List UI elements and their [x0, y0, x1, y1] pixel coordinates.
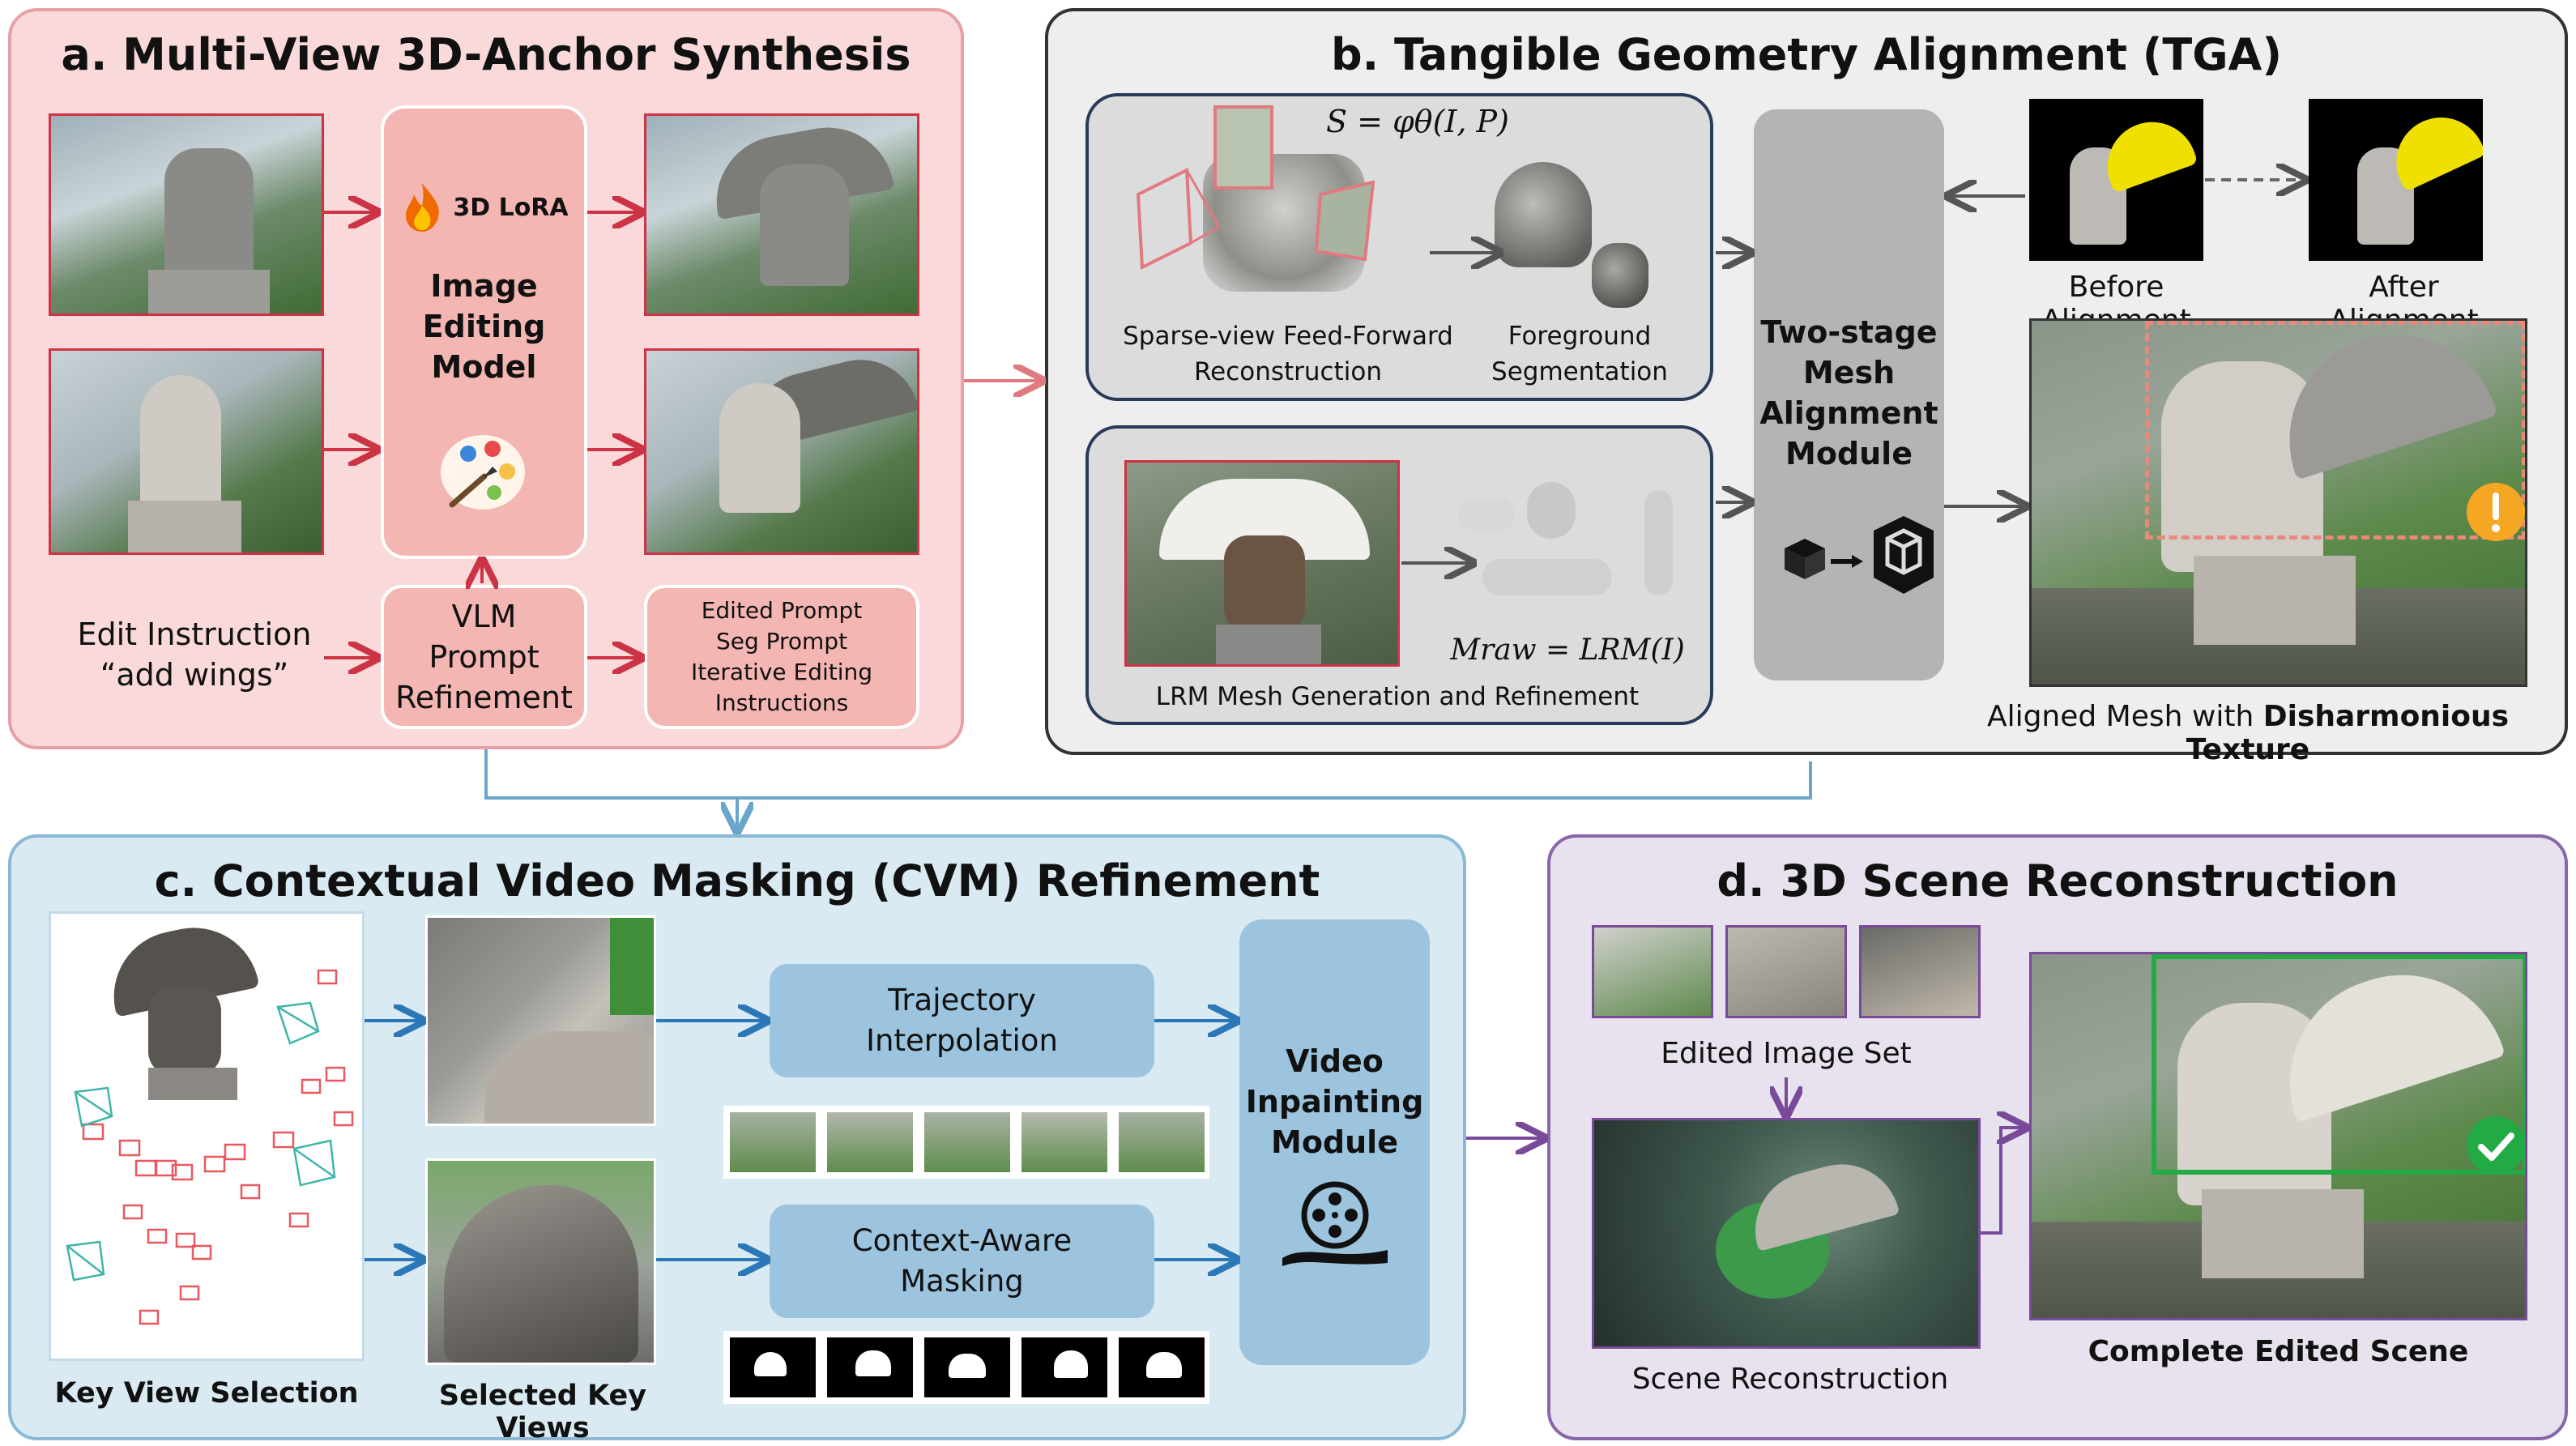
inpainting-line-3: Module: [1271, 1124, 1398, 1160]
sparse-line-2: Reconstruction: [1193, 357, 1382, 386]
module-line-4: Module: [1785, 436, 1913, 471]
foreground-object: [1486, 162, 1665, 316]
trajectory-line-2: Interpolation: [866, 1023, 1058, 1058]
image-editing-model: 3D LoRA Image Editing Model: [381, 105, 587, 559]
vlm-prompt-refinement: VLM Prompt Refinement: [381, 585, 587, 729]
lrm-input-photo: [1124, 460, 1400, 667]
interp-frame: [1119, 1112, 1205, 1172]
module-line-3: Alignment: [1759, 395, 1938, 431]
edit-instruction: Edit Instruction “add wings”: [49, 614, 340, 695]
palette-icon: [440, 435, 525, 510]
editing-model-line-1: Image: [430, 268, 538, 304]
inpainting-line-1: Video: [1286, 1043, 1384, 1079]
camera-poses-icon: [66, 969, 354, 1325]
scene-reconstruction-image: [1592, 1118, 1981, 1349]
inpainting-line-2: Inpainting: [1245, 1084, 1424, 1120]
two-stage-alignment-module: Two-stage Mesh Alignment Module: [1754, 109, 1944, 680]
aligned-mesh-image: [2029, 318, 2527, 687]
complete-edited-scene-label: Complete Edited Scene: [2088, 1335, 2469, 1368]
editing-model-line-2: Editing: [422, 309, 546, 344]
aligned-prefix: Aligned Mesh with: [1986, 700, 2263, 733]
panel-c-title: c. Contextual Video Masking (CVM) Refine…: [154, 855, 1320, 906]
before-alignment-image: [2029, 99, 2203, 261]
output-line-1: Edited Prompt: [701, 597, 863, 624]
mask-frame: [827, 1337, 913, 1397]
interp-frame: [730, 1112, 816, 1172]
interp-frame: [924, 1112, 1010, 1172]
edited-set-thumb-2: [1725, 925, 1847, 1018]
module-line-1: Two-stage: [1760, 314, 1938, 350]
foreground-line-2: Segmentation: [1491, 357, 1668, 386]
context-aware-masking: Context-Aware Masking: [770, 1205, 1154, 1318]
interp-frame: [827, 1112, 913, 1172]
interp-frame: [1021, 1112, 1107, 1172]
masking-line-1: Context-Aware: [851, 1223, 1073, 1258]
selected-key-views-label: Selected Key Views: [438, 1380, 647, 1444]
warning-icon: [2467, 483, 2525, 541]
sparse-line-1: Sparse-view Feed-Forward: [1123, 322, 1453, 351]
key-view-selection-canvas: [49, 911, 365, 1361]
lrm-mesh-parts: [1450, 482, 1685, 612]
foreground-line-1: Foreground: [1508, 322, 1652, 351]
vlm-line-2: Prompt: [429, 639, 540, 675]
edited-image-set-label: Edited Image Set: [1661, 1037, 1912, 1070]
trajectory-line-1: Trajectory: [888, 983, 1036, 1017]
mask-frame: [730, 1337, 816, 1397]
selected-key-view-1: [425, 915, 656, 1126]
formula-m: Mraw = LRM(I): [1450, 633, 1685, 667]
module-line-2: Mesh: [1802, 355, 1896, 390]
checkmark-icon: [2467, 1116, 2525, 1175]
masking-line-2: Masking: [900, 1264, 1024, 1299]
aligned-bold: Disharmonious Texture: [2186, 700, 2510, 766]
aligned-mesh-label: Aligned Mesh with Disharmonious Texture: [1940, 700, 2556, 766]
sparse-view-label: Sparse-view Feed-Forward Reconstruction: [1122, 318, 1454, 390]
panel-d-title: d. 3D Scene Reconstruction: [1717, 855, 2399, 906]
key-view-label: Key View Selection: [54, 1377, 359, 1410]
video-inpainting-module: Video Inpainting Module: [1239, 919, 1430, 1365]
selected-key-view-2: [425, 1158, 656, 1365]
trajectory-interpolation: Trajectory Interpolation: [770, 964, 1154, 1077]
scene-reconstruction-label: Scene Reconstruction: [1631, 1363, 1949, 1396]
foreground-label: Foreground Segmentation: [1482, 318, 1677, 390]
instruction-line-1: Edit Instruction: [77, 616, 312, 652]
vlm-line-1: VLM: [451, 599, 517, 634]
output-line-4: Instructions: [714, 689, 849, 716]
film-reel-icon: [1282, 1181, 1388, 1266]
formula-s: S = φθ(I, P): [1326, 104, 1509, 139]
output-line-2: Seg Prompt: [715, 628, 848, 655]
edited-photo-bottom: [644, 348, 919, 555]
editing-model-line-3: Model: [431, 349, 537, 385]
edited-set-thumb-1: [1592, 925, 1713, 1018]
cube-transform-icon: [1784, 516, 1934, 594]
prompt-outputs-box: Edited Prompt Seg Prompt Iterative Editi…: [644, 585, 919, 729]
mask-frames: [723, 1331, 1209, 1404]
complete-edited-scene-image: [2029, 952, 2527, 1320]
panel-a-title: a. Multi-View 3D-Anchor Synthesis: [61, 29, 911, 80]
camera-frustums-icon: [1136, 105, 1375, 271]
flame-icon: [406, 183, 440, 232]
lora-label: 3D LoRA: [453, 193, 569, 222]
edited-set-thumb-3: [1859, 925, 1981, 1018]
mask-frame: [1021, 1337, 1107, 1397]
vlm-line-3: Refinement: [395, 680, 573, 715]
output-line-3: Iterative Editing: [690, 659, 873, 685]
mask-frame: [1119, 1337, 1205, 1397]
input-photo-bottom: [49, 348, 324, 555]
panel-b-title: b. Tangible Geometry Alignment (TGA): [1330, 29, 2283, 80]
after-alignment-image: [2309, 99, 2483, 261]
input-photo-top: [49, 113, 324, 316]
reconstruction-cloud: [1130, 105, 1405, 308]
lrm-label: LRM Mesh Generation and Refinement: [1155, 682, 1640, 711]
edited-photo-top: [644, 113, 919, 316]
mask-frame: [924, 1337, 1010, 1397]
interpolated-frames: [723, 1106, 1209, 1179]
instruction-line-2: “add wings”: [100, 657, 289, 693]
